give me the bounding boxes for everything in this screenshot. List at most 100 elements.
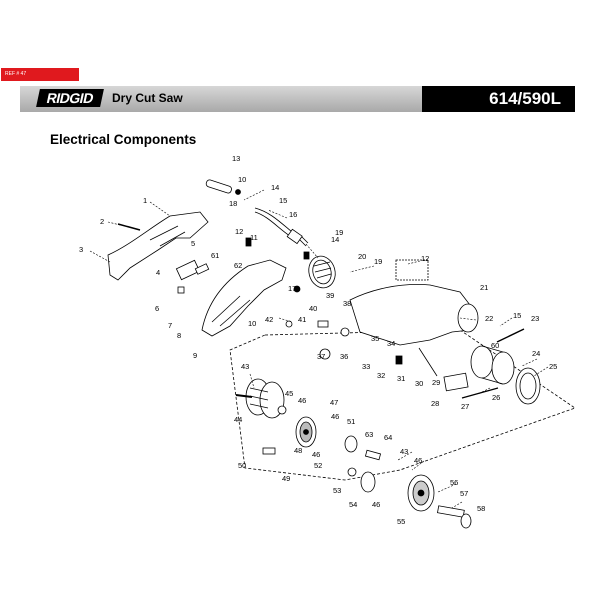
- callout-label: 61: [211, 251, 219, 260]
- callout-label: 2: [100, 217, 104, 226]
- callout-label: 22: [485, 314, 493, 323]
- callout-label: 18: [229, 199, 237, 208]
- part-armature: [235, 378, 285, 419]
- callout-label: 17: [288, 284, 296, 293]
- callout-label: 31: [397, 374, 405, 383]
- callout-labels: 1 2 3 4 5 6 7 8 9 10 10 11 12 12 13 14 1…: [79, 154, 557, 526]
- callout-label: 9: [193, 351, 197, 360]
- callout-label: 10: [238, 175, 246, 184]
- callout-label: 46: [331, 412, 339, 421]
- callout-label: 12: [235, 227, 243, 236]
- part-spacer: [319, 348, 331, 360]
- callout-label: 5: [191, 239, 195, 248]
- callout-label: 20: [358, 252, 366, 261]
- callout-label: 12: [421, 254, 429, 263]
- callout-label: 14: [271, 183, 279, 192]
- part-large-gear: [407, 474, 435, 512]
- part-block: [177, 286, 185, 294]
- callout-label: 19: [335, 228, 343, 237]
- callout-label: 52: [314, 461, 322, 470]
- ref-badge: REF # 47: [1, 68, 79, 81]
- header-bar: RIDGID Dry Cut Saw 614/590L: [20, 86, 575, 112]
- callout-label: 14: [331, 235, 339, 244]
- callout-label: 37: [317, 352, 325, 361]
- callout-label: 44: [234, 415, 242, 424]
- callout-label: 47: [330, 398, 338, 407]
- section-title: Electrical Components: [50, 132, 197, 147]
- callout-label: 45: [285, 389, 293, 398]
- callout-label: 50: [238, 461, 246, 470]
- part-washer-small: [285, 320, 293, 328]
- part-baffle-ring: [515, 367, 541, 405]
- callout-label: 4: [156, 268, 160, 277]
- part-housing-bracket: [395, 259, 429, 281]
- callout-label: 43: [400, 447, 408, 456]
- part-wire: [418, 347, 438, 377]
- part-bearing: [277, 405, 287, 415]
- callout-label: 3: [79, 245, 83, 254]
- callout-label: 55: [397, 517, 405, 526]
- callout-label: 51: [347, 417, 355, 426]
- callout-label: 26: [492, 393, 500, 402]
- callout-label: 16: [289, 210, 297, 219]
- callout-label: 19: [374, 257, 382, 266]
- callout-label: 42: [265, 315, 273, 324]
- callout-label: 53: [333, 486, 341, 495]
- callout-label: 10: [248, 319, 256, 328]
- callout-label: 23: [531, 314, 539, 323]
- part-housing-left-ribs: [211, 295, 251, 327]
- model-number: 614/590L: [489, 89, 561, 108]
- callout-label: 40: [309, 304, 317, 313]
- part-fan-plate: [295, 416, 317, 448]
- callout-label: 46: [414, 456, 422, 465]
- callout-label: 15: [279, 196, 287, 205]
- part-switch-plate: [194, 263, 210, 275]
- callout-label: 21: [480, 283, 488, 292]
- part-switch: [175, 259, 201, 281]
- callout-label: 49: [282, 474, 290, 483]
- callout-label: 34: [387, 339, 395, 348]
- callout-label: 46: [298, 396, 306, 405]
- callout-label: 25: [549, 362, 557, 371]
- callout-label: 48: [294, 446, 302, 455]
- part-sleeve: [205, 179, 232, 194]
- callout-label: 62: [234, 261, 242, 270]
- callout-label: 11: [250, 233, 258, 242]
- callout-label: 63: [365, 430, 373, 439]
- part-brush-holder: [443, 372, 469, 392]
- part-power-cord: [254, 207, 309, 247]
- part-output-shaft: [437, 505, 472, 529]
- callout-label: 64: [384, 433, 392, 442]
- part-handle-ribs: [149, 225, 186, 247]
- part-washer: [347, 467, 357, 477]
- callout-label: 60: [491, 341, 499, 350]
- callout-label: 56: [450, 478, 458, 487]
- callout-label: 43: [241, 362, 249, 371]
- callout-label: 46: [372, 500, 380, 509]
- callout-label: 27: [461, 402, 469, 411]
- part-terminal: [303, 251, 310, 260]
- callout-label: 36: [340, 352, 348, 361]
- part-grommet: [235, 189, 241, 195]
- part-handle: [107, 211, 209, 281]
- callout-label: 46: [312, 450, 320, 459]
- callout-label: 7: [168, 321, 172, 330]
- callout-label: 39: [326, 291, 334, 300]
- part-housing-left: [201, 259, 287, 337]
- callout-label: 58: [477, 504, 485, 513]
- callout-label: 1: [143, 196, 147, 205]
- part-pinion: [360, 471, 376, 493]
- callout-label: 28: [431, 399, 439, 408]
- callout-label: 6: [155, 304, 159, 313]
- part-long-screw: [496, 328, 525, 343]
- callout-label: 8: [177, 331, 181, 340]
- callout-label: 35: [371, 334, 379, 343]
- part-housing-right: [349, 284, 471, 346]
- callout-label: 33: [362, 362, 370, 371]
- part-pin: [262, 447, 276, 455]
- callout-label: 41: [298, 315, 306, 324]
- part-stator: [470, 345, 515, 385]
- callout-label: 30: [415, 379, 423, 388]
- product-name: Dry Cut Saw: [112, 91, 183, 105]
